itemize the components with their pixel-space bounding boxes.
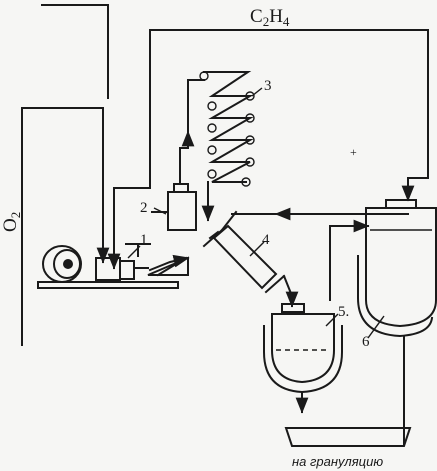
tubular-reactor-unit-4 bbox=[202, 207, 409, 308]
ethylene-label: C2H4 bbox=[250, 6, 290, 29]
unit-3-label: 3 bbox=[264, 78, 272, 94]
unit-5-label: 5. bbox=[338, 304, 349, 320]
recycle-line bbox=[329, 219, 370, 301]
product-receiver bbox=[284, 427, 412, 447]
oxygen-label: O2 bbox=[0, 212, 23, 232]
vessel-unit-2 bbox=[151, 130, 197, 231]
separator-unit-6 bbox=[357, 199, 437, 445]
unit-4-label: 4 bbox=[262, 232, 270, 248]
destination-label: на грануляцию bbox=[292, 454, 383, 469]
unit-1-label: 1 bbox=[140, 232, 148, 248]
label-leaders bbox=[127, 87, 385, 339]
unit-2-label: 2 bbox=[140, 200, 148, 216]
unit-6-label: 6 bbox=[362, 334, 370, 350]
coil-heat-exchanger-unit-3 bbox=[187, 71, 255, 222]
oxygen-feed-line bbox=[21, 4, 110, 346]
ethylene-feed-line bbox=[107, 29, 429, 270]
compressor-unit-1 bbox=[37, 243, 190, 289]
separator-unit-5 bbox=[263, 303, 343, 414]
stray-mark: + bbox=[350, 145, 357, 159]
